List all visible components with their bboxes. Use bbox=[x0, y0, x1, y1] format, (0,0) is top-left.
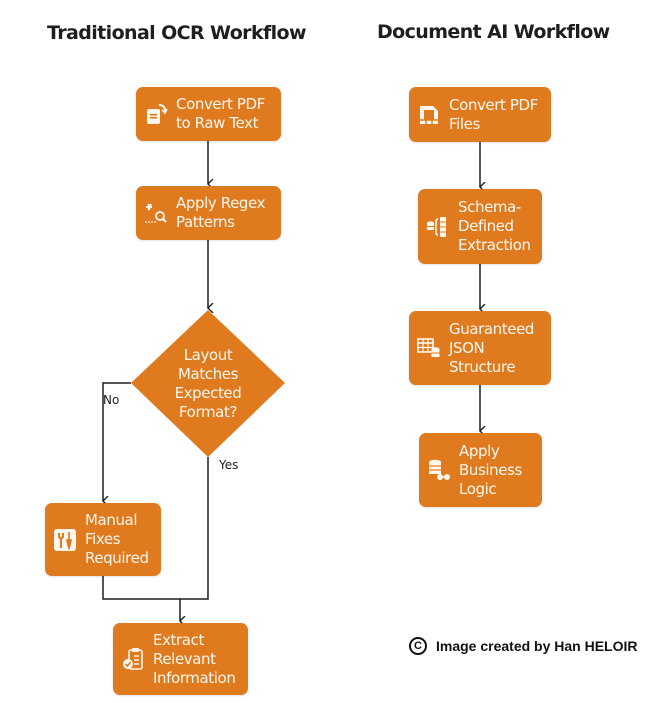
node-label: Apply Regex Patterns bbox=[176, 194, 266, 231]
edge-decision-yes bbox=[180, 457, 209, 600]
image-credit: C Image created by Han HELOIR bbox=[409, 637, 638, 655]
credit-text: Image created by Han HELOIR bbox=[436, 638, 638, 654]
regex-search-icon bbox=[144, 201, 168, 225]
tools-icon bbox=[53, 528, 77, 552]
document-convert-icon bbox=[144, 102, 168, 126]
node-schema-extraction: Schema-Defined Extraction bbox=[418, 189, 542, 264]
node-label: Apply Business Logic bbox=[459, 441, 522, 498]
edge-label-yes: Yes bbox=[219, 458, 239, 472]
node-json-structure: Guaranteed JSON Structure bbox=[409, 311, 551, 385]
schema-braces-icon bbox=[426, 215, 450, 239]
node-label: Convert PDF Files bbox=[449, 95, 538, 133]
copyright-icon: C bbox=[409, 637, 427, 655]
node-label: Guaranteed JSON Structure bbox=[449, 319, 535, 376]
node-convert-pdf-files: Convert PDF Files bbox=[409, 87, 551, 142]
clipboard-check-icon bbox=[121, 647, 145, 671]
node-business-logic: Apply Business Logic bbox=[419, 433, 542, 507]
node-label: Extract Relevant Information bbox=[153, 630, 236, 687]
document-grid-icon bbox=[417, 103, 441, 127]
edge-manual-to-extract bbox=[102, 576, 180, 621]
node-convert-pdf-raw-text: Convert PDF to Raw Text bbox=[136, 87, 281, 141]
node-extract-info: Extract Relevant Information bbox=[113, 623, 248, 695]
decision-label: Layout Matches Expected Format? bbox=[174, 346, 242, 421]
traditional-workflow-title: Traditional OCR Workflow bbox=[47, 22, 307, 44]
table-database-icon bbox=[417, 336, 441, 360]
edge-label-no: No bbox=[103, 393, 120, 407]
node-label: Schema-Defined Extraction bbox=[458, 198, 531, 254]
database-flow-icon bbox=[427, 458, 451, 482]
decision-diamond bbox=[131, 310, 285, 457]
node-manual-fixes: Manual Fixes Required bbox=[45, 503, 161, 576]
document-ai-workflow-title: Document AI Workflow bbox=[377, 21, 610, 43]
node-label: Convert PDF to Raw Text bbox=[176, 95, 265, 132]
node-apply-regex: Apply Regex Patterns bbox=[136, 186, 281, 240]
node-label: Manual Fixes Required bbox=[85, 511, 149, 567]
edge-decision-no bbox=[103, 382, 131, 501]
